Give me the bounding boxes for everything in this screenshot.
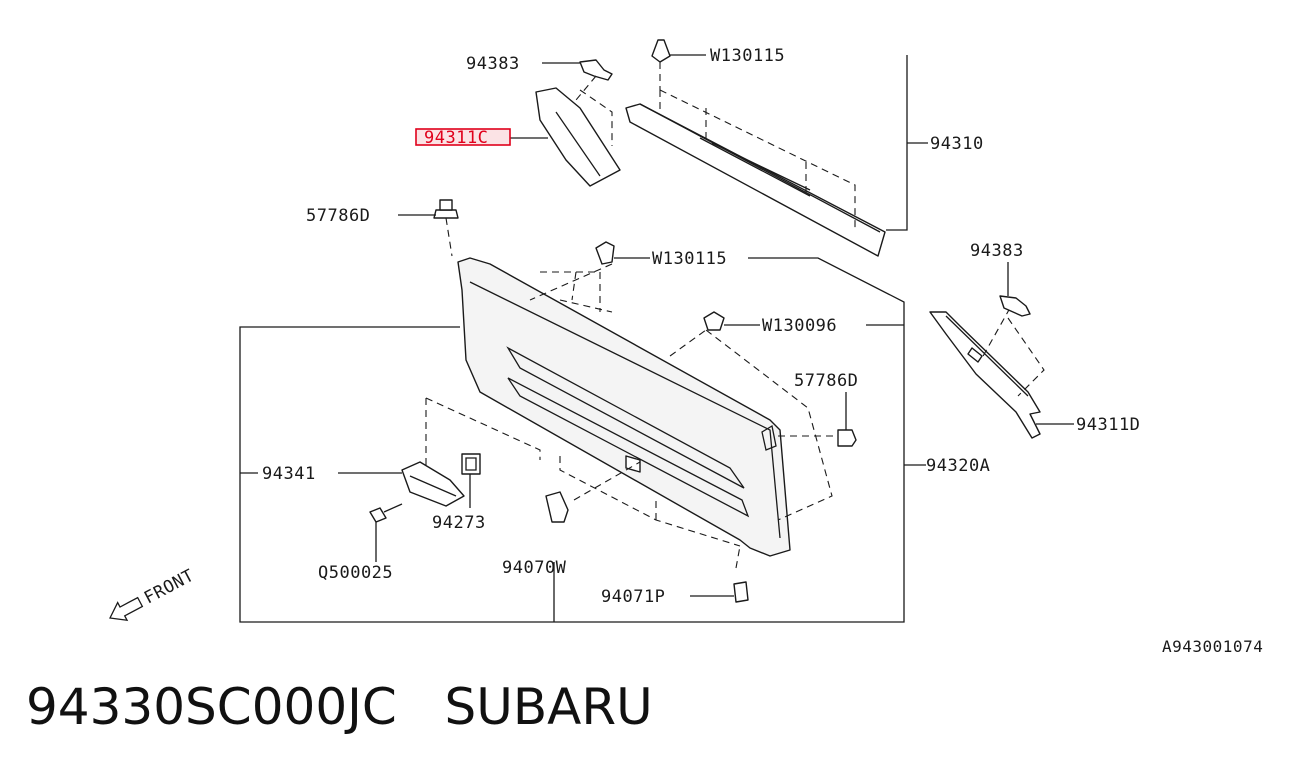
clip-94383-right xyxy=(999,295,1031,317)
callout-57786d-right[interactable]: 57786D xyxy=(794,371,858,391)
clip-w130115-mid xyxy=(595,241,615,265)
callout-94310[interactable]: 94310 xyxy=(930,134,984,154)
clip-w130096 xyxy=(703,311,725,331)
plug-57786d-right xyxy=(837,396,857,447)
screw-q500025 xyxy=(369,503,403,562)
callout-57786d-left[interactable]: 57786D xyxy=(306,206,370,226)
front-label: FRONT xyxy=(141,566,198,609)
trim-panel-94310 xyxy=(625,89,886,257)
handle-94341 xyxy=(401,461,465,507)
callout-w130115-top[interactable]: W130115 xyxy=(710,46,785,66)
callout-q500025[interactable]: Q500025 xyxy=(318,563,393,583)
trim-94311d xyxy=(929,307,1045,439)
cap-94070w xyxy=(545,491,569,622)
callout-94070w[interactable]: 94070W xyxy=(502,558,567,578)
plug-57786d-left xyxy=(433,199,459,257)
callout-94383-top[interactable]: 94383 xyxy=(466,54,520,74)
part-title: 94330SC000JC SUBARU xyxy=(26,678,653,736)
trim-panel-94320a xyxy=(425,257,836,569)
nut-94273 xyxy=(461,453,481,508)
clip-w130115-top xyxy=(651,39,671,90)
callout-94311d[interactable]: 94311D xyxy=(1076,415,1140,435)
callout-94341[interactable]: 94341 xyxy=(262,464,316,484)
callout-94383-right[interactable]: 94383 xyxy=(970,241,1024,261)
clip-94383-top xyxy=(575,59,613,101)
frame-box xyxy=(239,257,905,623)
bracket-94311c xyxy=(535,87,621,187)
leader-94310 xyxy=(886,55,908,231)
highlight-box xyxy=(415,128,511,146)
clip-94071p xyxy=(733,581,749,603)
diagram-ref-code: A943001074 xyxy=(1162,637,1263,656)
callout-w130115-mid[interactable]: W130115 xyxy=(652,249,727,269)
callout-94311c[interactable]: 94311C xyxy=(424,128,488,148)
front-arrow-icon xyxy=(109,596,144,622)
callout-94273[interactable]: 94273 xyxy=(432,513,486,533)
callout-94320a[interactable]: 94320A xyxy=(926,456,990,476)
callout-94071p[interactable]: 94071P xyxy=(601,587,665,607)
callout-w130096[interactable]: W130096 xyxy=(762,316,837,336)
